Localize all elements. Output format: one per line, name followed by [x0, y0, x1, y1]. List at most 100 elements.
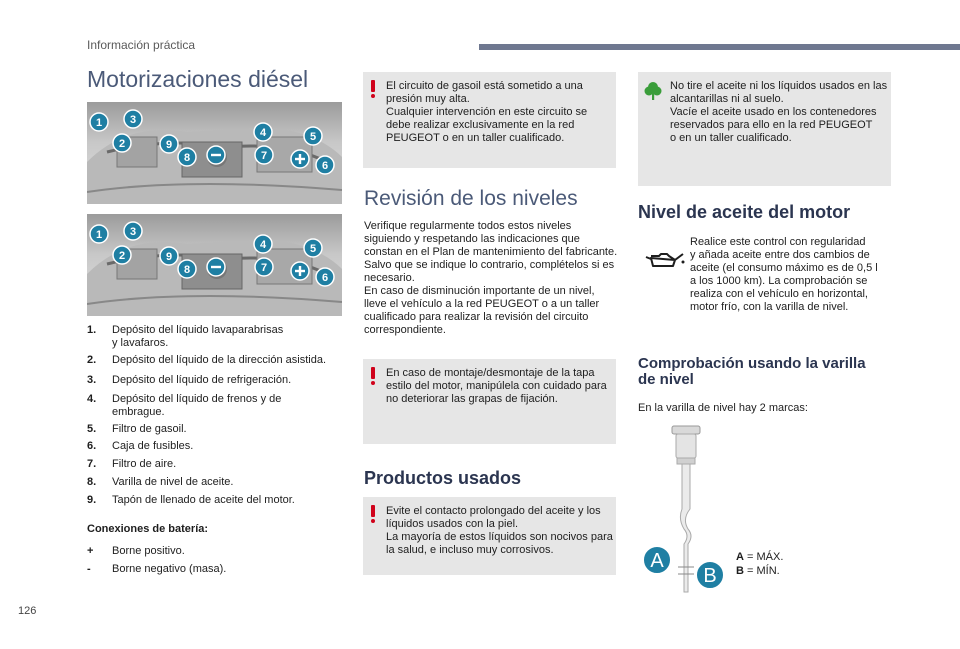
text-line: No tire el aceite ni los líquidos usados…: [670, 80, 888, 92]
mark-a-legend: A = MÁX.: [736, 551, 783, 564]
legend-item: 2. Depósito del líquido de la dirección a…: [87, 354, 344, 367]
text-line: En caso de montaje/desmontaje de la tapa: [386, 367, 595, 379]
legend-number: 6.: [87, 440, 97, 452]
text-line: líquidos usados con la piel.: [386, 518, 519, 530]
text-line: Filtro de aire.: [112, 458, 177, 470]
text-line: presión muy alta.: [386, 93, 470, 105]
text-line: correspondiente.: [364, 324, 446, 336]
text-line: aceite (el consumo máximo es de 0,5 l: [690, 262, 878, 274]
text-line: reservados para ello en la red PEUGEOT: [670, 119, 873, 131]
text-line: constan en el Plan de mantenimiento del …: [364, 246, 618, 258]
engine-image-2: [87, 214, 342, 316]
text-line: La mayoría de estos líquidos son nocivos…: [386, 531, 613, 543]
battery-text: Borne positivo.: [112, 545, 185, 557]
dipstick-body: En la varilla de nivel hay 2 marcas:: [638, 402, 808, 414]
engine-image-1: [87, 102, 342, 204]
text-line: no deteriorar las grapas de fijación.: [386, 393, 558, 405]
text-line: y lavafaros.: [112, 337, 169, 349]
legend-number: 4.: [87, 393, 97, 405]
text-line: Caja de fusibles.: [112, 440, 194, 452]
text-line: El circuito de gasoil está sometido a un…: [386, 80, 583, 92]
legend-item: 9. Tapón de llenado de aceite del motor.: [87, 494, 344, 507]
text-line: Varilla de nivel de aceite.: [112, 476, 234, 488]
text-line: siguiendo y respetando las indicaciones …: [364, 233, 580, 245]
text-line: necesario.: [364, 272, 415, 284]
legend-text: Varilla de nivel de aceite.: [112, 476, 344, 489]
mark-b-value: = MÍN.: [743, 565, 780, 577]
text-line: Vacíe el aceite usado en los contenedore…: [670, 106, 877, 118]
battery-sign: -: [87, 563, 91, 575]
text-line: Depósito del líquido de refrigeración.: [112, 374, 292, 386]
text-line: Verifique regularmente todos estos nivel…: [364, 220, 572, 232]
text-line: a los 1000 km). La comprobación se: [690, 275, 868, 287]
levels-title: Revisión de los niveles: [364, 187, 578, 210]
text-line: o en un taller cualificado.: [670, 132, 792, 144]
legend-text: Caja de fusibles.: [112, 440, 344, 453]
battery-title: Conexiones de batería:: [87, 523, 209, 535]
legend-item: 3. Depósito del líquido de refrigeración.: [87, 374, 344, 387]
text-line: Evite el contacto prolongado del aceite …: [386, 505, 601, 517]
dipstick-illustration: [671, 425, 701, 593]
text-line: Comprobación usando la varilla: [638, 355, 866, 372]
text-line: En caso de disminución importante de un …: [364, 285, 595, 297]
page-number: 126: [18, 605, 37, 617]
legend-number: 2.: [87, 354, 97, 366]
text-line: debe realizar exclusivamente en la red: [386, 119, 575, 131]
legend-text: Filtro de aire.: [112, 458, 344, 471]
text-line: Tapón de llenado de aceite del motor.: [112, 494, 295, 506]
legend-item: 5. Filtro de gasoil.: [87, 423, 344, 436]
battery-item: - Borne negativo (masa).: [87, 563, 226, 576]
legend-number: 5.: [87, 423, 97, 435]
oil-can-icon: [645, 253, 685, 267]
text-line: Depósito del líquido lavaparabrisas: [112, 324, 284, 336]
header-bar: [479, 44, 960, 50]
legend-number: 7.: [87, 458, 97, 470]
legend-text: Tapón de llenado de aceite del motor.: [112, 494, 344, 507]
legend-item: 8. Varilla de nivel de aceite.: [87, 476, 344, 489]
warning-icon: [369, 367, 377, 385]
engine-illustration: [87, 127, 342, 204]
battery-text: Borne negativo (masa).: [112, 563, 227, 575]
legend-number: 3.: [87, 374, 97, 386]
mark-b-legend: B = MÍN.: [736, 565, 780, 578]
warning-box-cover: En caso de montaje/desmontaje de la tapa…: [363, 359, 616, 444]
legend-number: 1.: [87, 324, 97, 336]
page-title: Motorizaciones diésel: [87, 66, 309, 92]
text-line: embrague.: [112, 406, 165, 418]
text-line: motor frío, con la varilla de nivel.: [690, 301, 849, 313]
legend-item: 7. Filtro de aire.: [87, 458, 344, 471]
legend-item: 6. Caja de fusibles.: [87, 440, 344, 453]
text-line: Depósito del líquido de la dirección asi…: [112, 354, 327, 366]
environment-box: No tire el aceite ni los líquidos usados…: [638, 72, 891, 186]
text-line: alcantarillas ni al suelo.: [670, 93, 784, 105]
text-line: estilo del motor, manipúlela con cuidado…: [386, 380, 607, 392]
legend-text: Depósito del líquido de refrigeración.: [112, 374, 344, 387]
warning-box-products: Evite el contacto prolongado del aceite …: [363, 497, 616, 575]
mark-b-letter: B: [736, 565, 744, 577]
text-line: de nivel: [638, 371, 694, 388]
text-line: Depósito del líquido de frenos y de: [112, 393, 282, 405]
text-line: realiza con el vehículo en horizontal,: [690, 288, 868, 300]
header-section-title: Información práctica: [87, 38, 196, 52]
mark-a-value: = MÁX.: [743, 551, 784, 563]
legend-number: 8.: [87, 476, 97, 488]
legend-number: 9.: [87, 494, 97, 506]
text-line: y añada aceite entre dos cambios de: [690, 249, 870, 261]
warning-box-fuel-circuit: El circuito de gasoil está sometido a un…: [363, 72, 616, 168]
legend-text: Filtro de gasoil.: [112, 423, 344, 436]
text-line: PEUGEOT o en un taller cualificado.: [386, 132, 565, 144]
products-title: Productos usados: [364, 468, 522, 488]
warning-icon: [369, 80, 377, 98]
levels-body: Verifique regularmente todos estos nivel…: [364, 220, 620, 337]
text-line: Realice este control con regularidad: [690, 236, 866, 248]
text-line: cualificado para realizar la revisión de…: [364, 311, 589, 323]
tree-icon: [644, 82, 662, 100]
text-line: Salvo que se indique lo contrario, compl…: [364, 259, 615, 271]
text-line: Cualquier intervención en este circuito …: [386, 106, 588, 118]
engine-illustration: [87, 239, 342, 316]
